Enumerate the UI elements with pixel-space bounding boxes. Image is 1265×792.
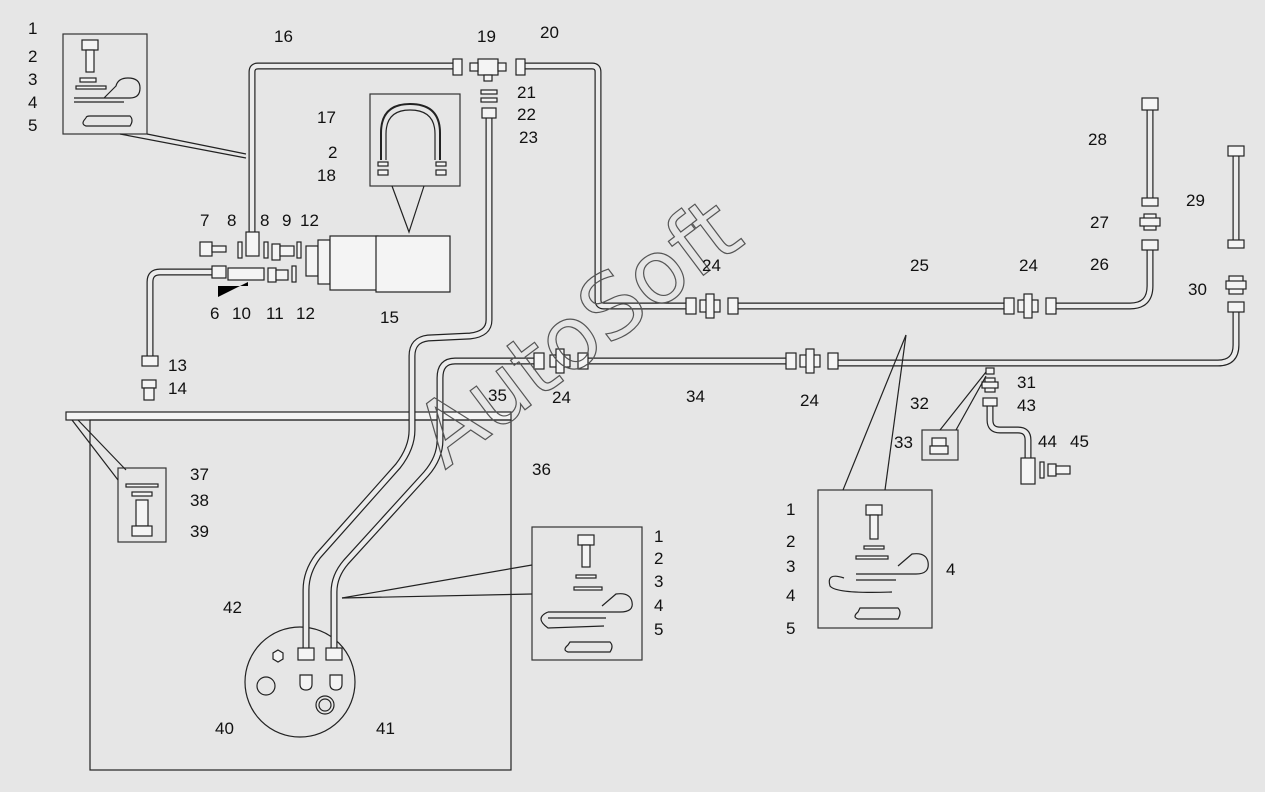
callout-37: 37 — [190, 465, 209, 484]
callout-30: 30 — [1188, 280, 1207, 299]
callout-3-right: 3 — [786, 557, 795, 576]
callout-1-topleft: 1 — [28, 19, 37, 38]
callout-27: 27 — [1090, 213, 1109, 232]
detail-box-center — [341, 526, 643, 661]
callout-labels: 1 2 3 4 5 16 19 20 21 22 23 17 2 18 7 8 … — [28, 19, 1207, 738]
pipe-inner-35 — [331, 358, 539, 651]
callout-2-center: 2 — [654, 549, 663, 568]
pipe-inner-43 — [987, 401, 1031, 461]
pipe-inner-16 — [249, 63, 458, 239]
callout-5-right: 5 — [786, 619, 795, 638]
callout-16: 16 — [274, 27, 293, 46]
pipe-inner-26 — [1047, 245, 1153, 309]
callout-7: 7 — [200, 211, 209, 230]
callout-8-a: 8 — [227, 211, 236, 230]
callout-45: 45 — [1070, 432, 1089, 451]
callout-4-topleft: 4 — [28, 93, 37, 112]
callout-1-center: 1 — [654, 527, 663, 546]
detail-box-top-left — [62, 33, 247, 159]
callout-8-b: 8 — [260, 211, 269, 230]
pipes — [146, 62, 1240, 652]
watermark: AutoSoft — [396, 177, 760, 487]
callout-17: 17 — [317, 108, 336, 127]
detail-box-right — [817, 334, 933, 629]
callout-25: 25 — [910, 256, 929, 275]
callout-19: 19 — [477, 27, 496, 46]
callout-34: 34 — [686, 387, 705, 406]
callout-36: 36 — [532, 460, 551, 479]
callout-42: 42 — [223, 598, 242, 617]
callout-4-right-b: 4 — [786, 586, 795, 605]
callout-9: 9 — [282, 211, 291, 230]
callout-44: 44 — [1038, 432, 1057, 451]
detail-box-33 — [921, 371, 987, 461]
pipe-inner-13 — [147, 269, 221, 361]
callout-29: 29 — [1186, 191, 1205, 210]
callout-38: 38 — [190, 491, 209, 510]
callout-4-right-a: 4 — [946, 560, 955, 579]
pipe-13 — [146, 268, 222, 362]
callout-12-b: 12 — [296, 304, 315, 323]
callout-28: 28 — [1088, 130, 1107, 149]
pipe-inner-23 — [303, 115, 492, 651]
callout-40: 40 — [215, 719, 234, 738]
callout-22: 22 — [517, 105, 536, 124]
callout-13: 13 — [168, 356, 187, 375]
callout-23: 23 — [519, 128, 538, 147]
callout-12-a: 12 — [300, 211, 319, 230]
callout-33: 33 — [894, 433, 913, 452]
callout-43: 43 — [1017, 396, 1036, 415]
pipe-32 — [832, 308, 1240, 367]
callout-24-b: 24 — [1019, 256, 1038, 275]
pipe-inner-32 — [833, 309, 1239, 366]
callout-15: 15 — [380, 308, 399, 327]
callout-31: 31 — [1017, 373, 1036, 392]
callout-41: 41 — [376, 719, 395, 738]
callout-4-center: 4 — [654, 596, 663, 615]
callout-2-right: 2 — [786, 532, 795, 551]
callout-18: 18 — [317, 166, 336, 185]
callout-3-topleft: 3 — [28, 70, 37, 89]
callout-3-center: 3 — [654, 572, 663, 591]
pipe-inner-20 — [519, 63, 693, 309]
callout-11: 11 — [266, 304, 284, 323]
callout-24-d: 24 — [800, 391, 819, 410]
callout-35: 35 — [488, 386, 507, 405]
callout-14: 14 — [168, 379, 187, 398]
callout-2-topleft: 2 — [28, 47, 37, 66]
callout-24-c: 24 — [552, 388, 571, 407]
callout-20: 20 — [540, 23, 559, 42]
callout-32: 32 — [910, 394, 929, 413]
callout-21: 21 — [517, 83, 536, 102]
fittings — [141, 58, 1247, 691]
callout-5-center: 5 — [654, 620, 663, 639]
callout-6: 6 — [210, 304, 219, 323]
callout-39: 39 — [190, 522, 209, 541]
callout-24-a: 24 — [702, 256, 721, 275]
callout-5-topleft: 5 — [28, 116, 37, 135]
callout-10: 10 — [232, 304, 251, 323]
callout-1-right: 1 — [786, 500, 795, 519]
callout-26: 26 — [1090, 255, 1109, 274]
detail-box-left-tank — [71, 419, 167, 543]
callout-2-hose: 2 — [328, 143, 337, 162]
